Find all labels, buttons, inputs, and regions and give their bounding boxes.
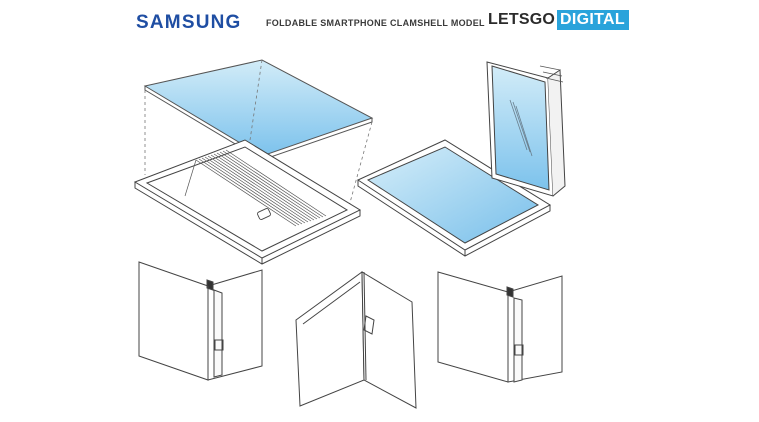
half-open-phone-right <box>437 271 563 383</box>
samsung-logo: SAMSUNG <box>136 12 242 33</box>
letsgodigital-logo: LETSGO DIGITAL <box>488 10 629 30</box>
figure-title: FOLDABLE SMARTPHONE CLAMSHELL MODEL <box>266 18 485 28</box>
exploded-screen-panel <box>143 59 374 161</box>
folded-phone <box>486 61 566 197</box>
exploded-frame <box>133 139 362 265</box>
unfolded-phone <box>356 139 552 257</box>
half-open-phone-center <box>295 271 417 409</box>
hinge-ribs <box>184 149 327 227</box>
half-open-phone-left <box>138 261 263 381</box>
fingerprint-sensor <box>257 208 271 220</box>
logo-text-digital: DIGITAL <box>556 10 629 30</box>
logo-text-letsgo: LETSGO <box>488 11 555 28</box>
